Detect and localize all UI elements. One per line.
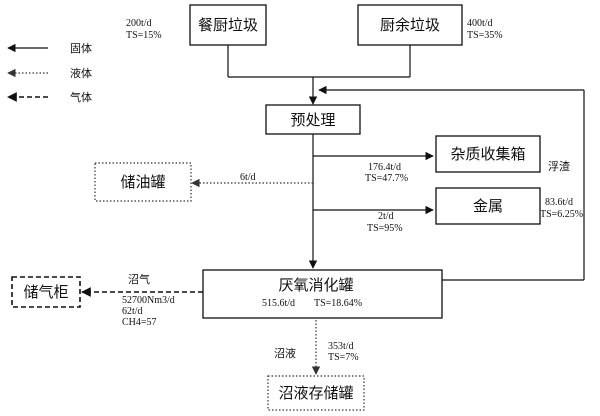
gas-holder-box: 储气柜 — [11, 276, 81, 308]
biogas-ch4: CH4=57 — [122, 317, 157, 328]
kitchen-waste-box: 餐厨垃圾 — [189, 4, 267, 46]
slurry-label: 沼液 — [274, 346, 296, 360]
food-waste-label: 厨余垃圾 — [380, 16, 440, 34]
gas-holder-label: 储气柜 — [23, 283, 68, 301]
scum-ts: TS=6.25% — [540, 209, 583, 220]
slurry-tank-box: 沼液存储罐 — [267, 375, 365, 411]
legend-liquid-label: 液体 — [70, 66, 92, 80]
food-ts: TS=35% — [467, 30, 503, 41]
kitchen-rate: 200t/d — [126, 18, 152, 29]
pretreatment-label: 预处理 — [290, 111, 335, 129]
metal-label: 金属 — [473, 197, 503, 215]
digester-box: 厌氧消化罐 — [202, 269, 443, 319]
metal-box: 金属 — [435, 187, 541, 225]
scum-label: 浮渣 — [548, 159, 570, 173]
digester-label: 厌氧消化罐 — [278, 276, 353, 294]
digester-rate: 515.6t/d — [262, 298, 295, 309]
legend: 固体 液体 气体 — [7, 41, 92, 104]
biogas-mass: 62t/d — [122, 306, 143, 317]
impurity-rate: 176.4t/d — [368, 162, 401, 173]
connectors — [81, 45, 585, 375]
slurry-tank-label: 沼液存储罐 — [278, 384, 353, 402]
biogas-volume: 52700Nm3/d — [122, 295, 175, 306]
pretreatment-box: 预处理 — [265, 104, 361, 135]
impurity-box: 杂质收集箱 — [435, 135, 541, 173]
slurry-ts: TS=7% — [328, 352, 359, 363]
food-rate: 400t/d — [467, 18, 493, 29]
legend-gas-label: 气体 — [70, 90, 92, 104]
biogas-label: 沼气 — [128, 272, 150, 286]
kitchen-ts: TS=15% — [126, 30, 162, 41]
oil-tank-label: 储油罐 — [120, 173, 165, 191]
food-waste-box: 厨余垃圾 — [357, 4, 463, 46]
impurity-ts: TS=47.7% — [365, 173, 408, 184]
legend-solid-label: 固体 — [70, 41, 92, 55]
kitchen-waste-label: 餐厨垃圾 — [198, 16, 258, 34]
oil-tank-box: 储油罐 — [94, 162, 192, 202]
slurry-rate: 353t/d — [328, 341, 354, 352]
metal-rate: 2t/d — [378, 211, 394, 222]
oil-rate: 6t/d — [240, 172, 256, 183]
impurity-box-label: 杂质收集箱 — [450, 145, 525, 163]
metal-ts: TS=95% — [367, 223, 403, 234]
digester-ts: TS=18.64% — [314, 298, 362, 309]
scum-rate: 83.6t/d — [545, 197, 573, 208]
